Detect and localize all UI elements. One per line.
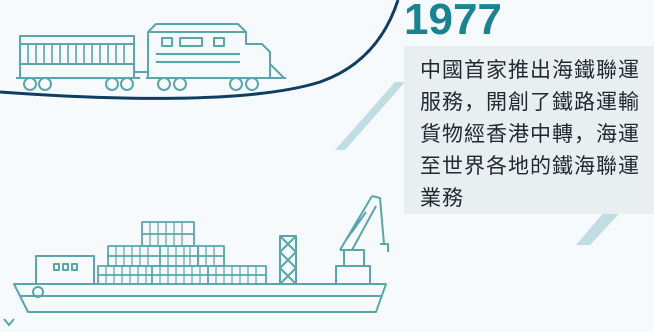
arc-frame (0, 0, 400, 100)
freight-train-icon (16, 23, 286, 91)
milestone-year: 1977 (404, 0, 502, 44)
cargo-ship-icon (13, 195, 389, 313)
description-panel (404, 46, 654, 214)
chevron-down-icon[interactable] (3, 318, 15, 327)
milestone-description: 中國首家推出海鐵聯運服務，開創了鐵路運輸貨物經香港中轉，海運至世界各地的鐵海聯運… (420, 58, 640, 210)
